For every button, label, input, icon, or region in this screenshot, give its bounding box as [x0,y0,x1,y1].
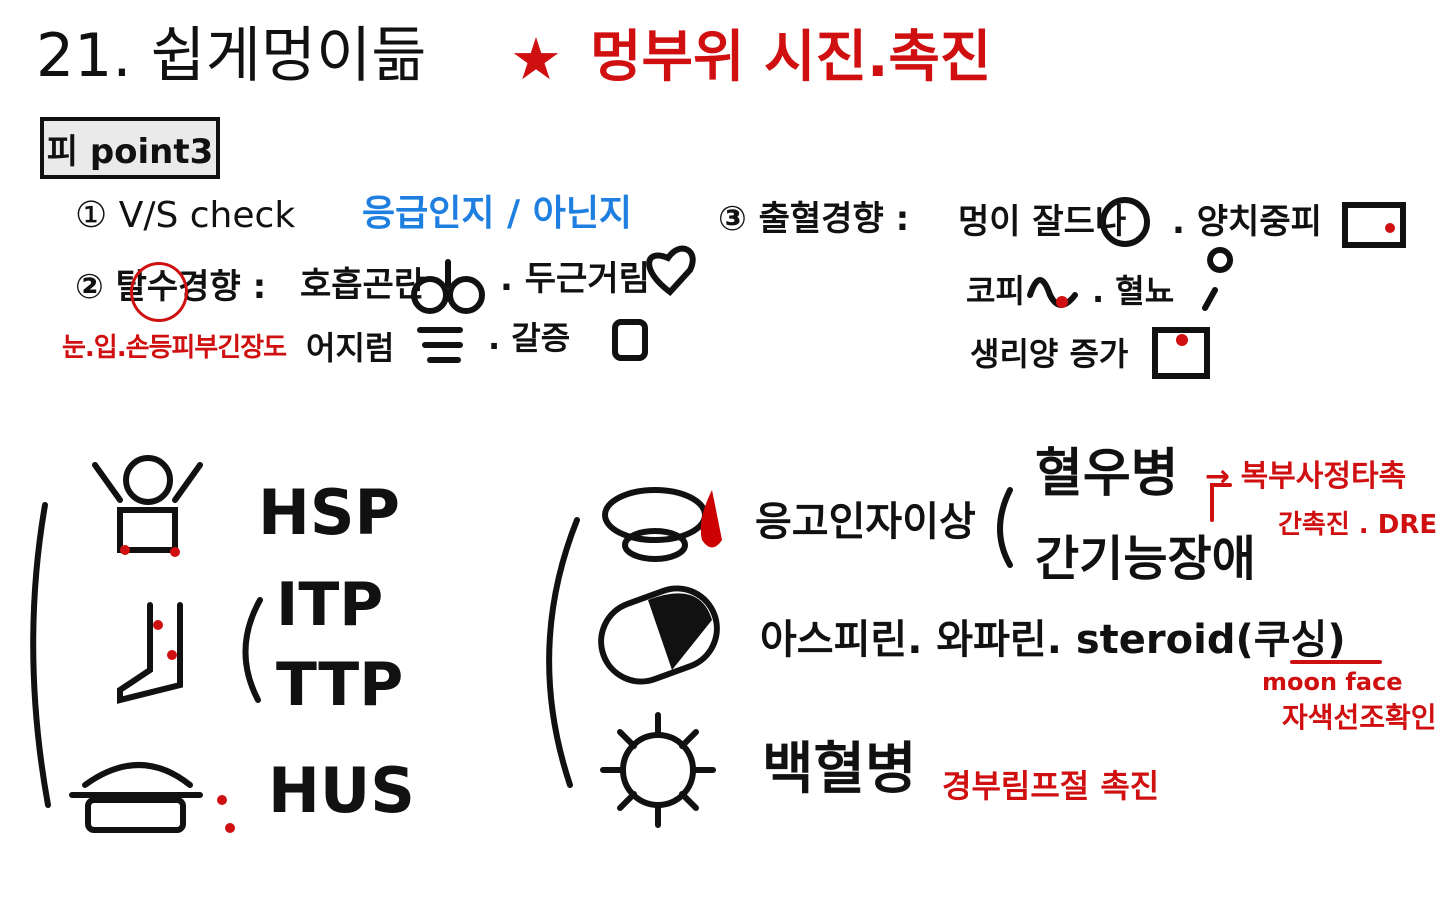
symptom-bruise: 멍이 잘드나 [958,202,1127,242]
liver-dysfunction: 간기능장애 [1035,531,1256,587]
disease-ttp: TTP [276,650,404,720]
urine-icon [1202,247,1234,311]
moon-face-note: moon face [1262,668,1403,696]
symptom-dizziness: 어지럼 [306,329,395,367]
symptom-nosebleed: 코피 [966,272,1025,310]
point-3-label: ③ 출혈경향 : [718,199,910,239]
symptom-menorrhagia: 생리양 증가 [970,335,1129,373]
point-1-note: 응급인지 / 아닌지 [362,193,633,234]
symptom-hematuria: . 혈뇨 [1092,272,1175,310]
coagulation-factor-abnormality: 응고인자이상 [755,499,976,545]
child-icon [92,455,203,557]
burger-icon [69,762,235,833]
hemophilia: 혈우병 [1035,444,1179,504]
dizzy-icon [417,327,463,363]
disease-hus: HUS [268,754,415,827]
striae-note: 자색선조확인 [1282,701,1437,734]
symptom-dyspnea: 호흡곤란 [300,265,426,305]
cup-icon [612,319,648,361]
symptom-gum-bleeding: . 양치중피 [1172,202,1322,242]
liver-palpation-note: 간촉진 . DRE [1278,510,1438,540]
page-subtitle: 멍부위 시진.촉진 [590,25,992,90]
leukemia: 백혈병 [762,737,917,802]
face-icon [1100,197,1150,247]
star-icon: ★ [510,25,562,93]
left-bracket [30,502,51,808]
disease-itp: ITP [276,570,384,640]
pill-icon [598,585,720,685]
drug-list: 아스피린. 와파린. steroid(쿠싱) [760,617,1346,663]
red-arrow [1210,483,1232,522]
lymph-node-note: 경부림프절 촉진 [942,767,1160,805]
point-badge: 피 point3 [40,117,220,179]
circle-highlight [130,262,188,322]
right-bracket [546,517,580,788]
symptom-thirst: . 갈증 [488,319,571,357]
coin-stack-icon [602,487,722,562]
heart-icon [646,245,696,297]
mirror-icon [1342,202,1406,248]
page-title: 21. 쉽게멍이듦 [36,21,427,91]
disease-hsp: HSP [258,476,400,549]
abdomen-assessment-note: → 복부사정타촉 [1205,459,1407,494]
nose-icon [1027,277,1078,308]
point-1-label: ① V/S check [75,195,296,236]
pad-icon [1152,327,1210,379]
virus-icon [600,712,716,828]
itp-ttp-bracket [242,597,263,703]
dehydration-note: 눈.입.손등피부긴장도 [62,333,287,363]
coag-bracket [997,487,1013,568]
leg-icon [117,602,183,704]
lungs-icon [411,259,485,314]
symptom-palpitation: . 두근거림 [500,259,650,299]
